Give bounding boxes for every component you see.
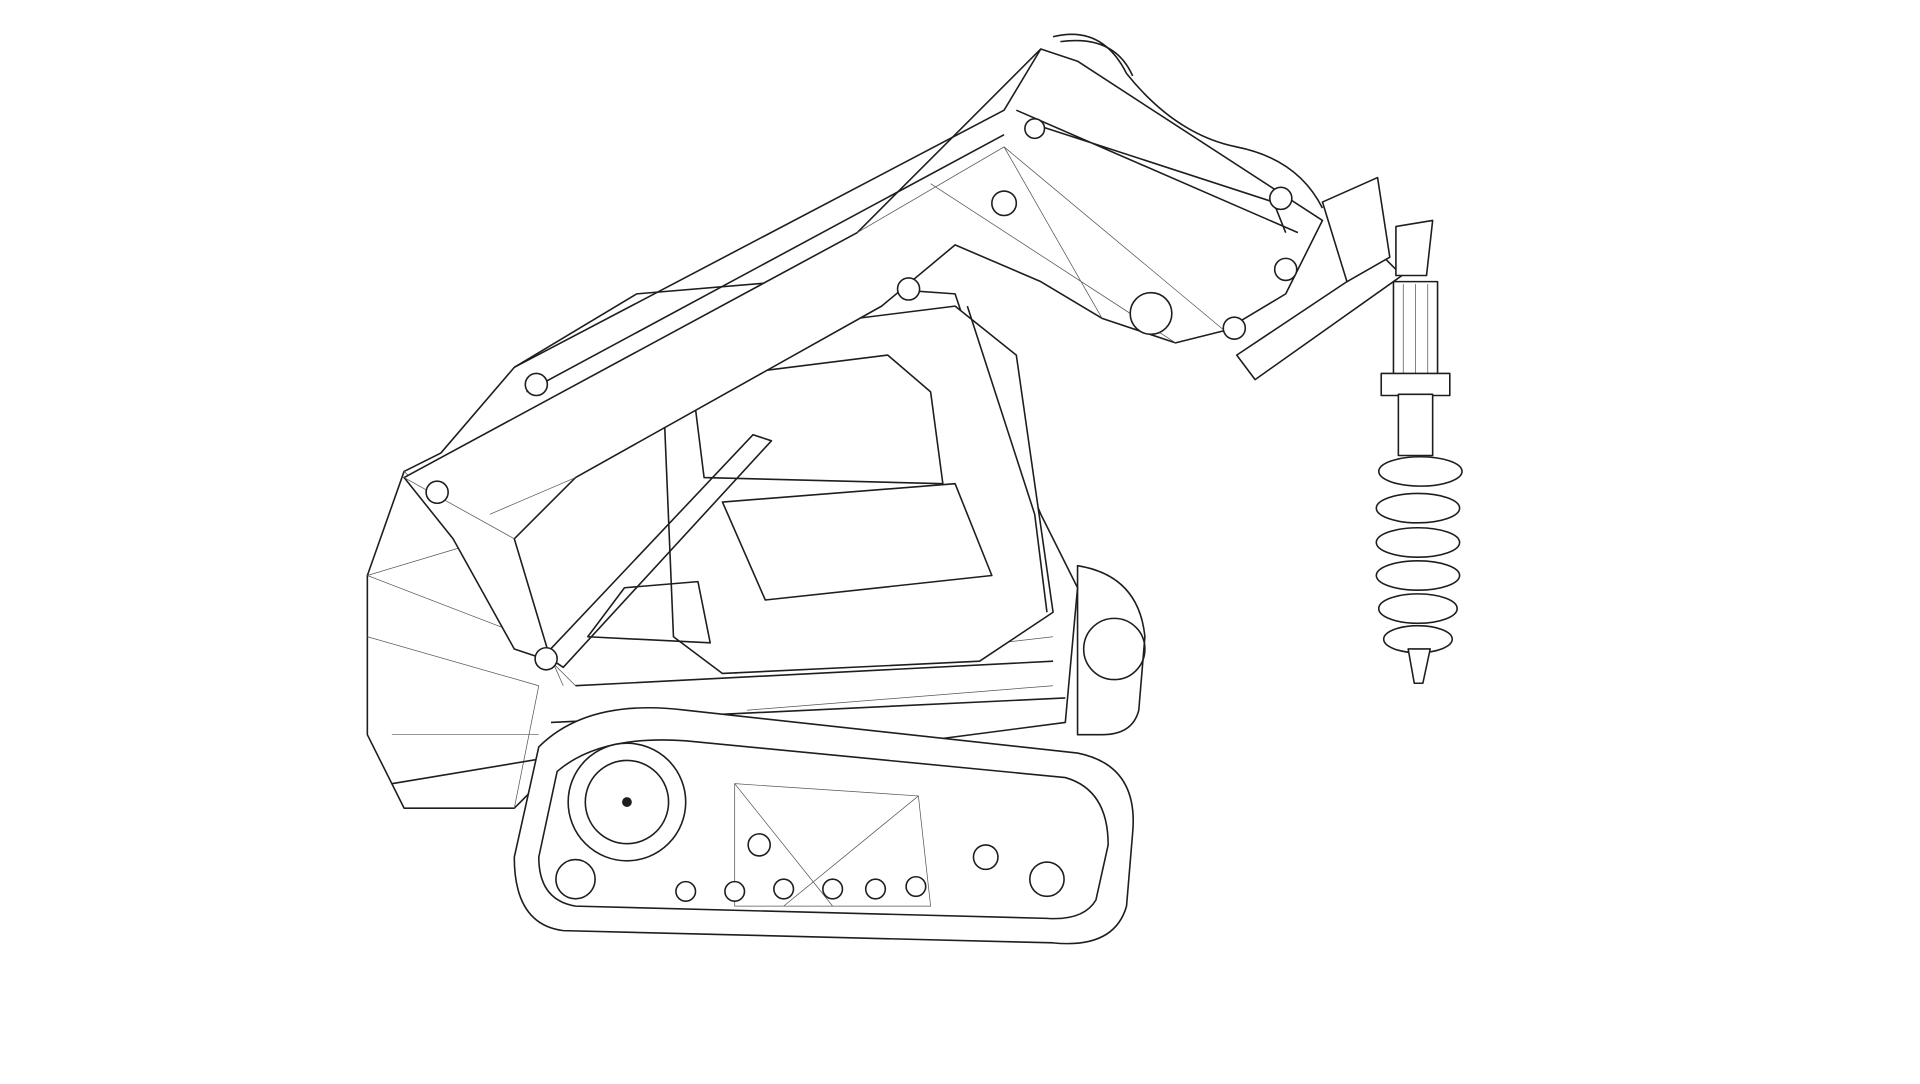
pivot-pins	[425, 117, 1298, 671]
drive-sprocket	[567, 742, 687, 862]
auger	[1375, 280, 1463, 685]
road-wheels	[555, 833, 1065, 903]
operator-cab	[586, 305, 1054, 675]
rear-track	[1076, 564, 1146, 736]
attachment-plate	[1235, 176, 1434, 381]
